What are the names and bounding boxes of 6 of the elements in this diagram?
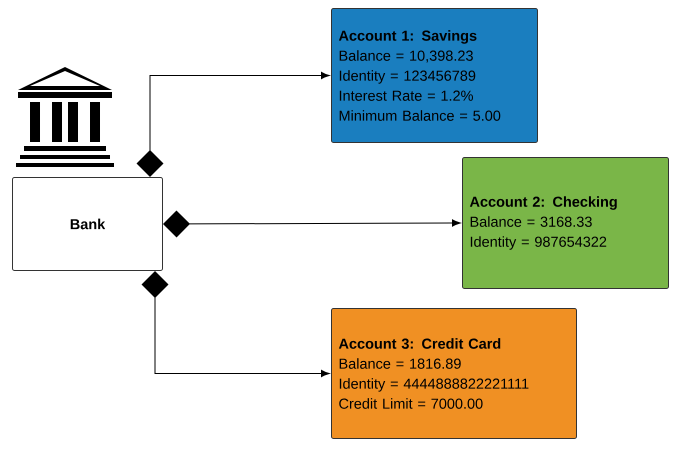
account-box: Account 3: Credit Card Balance = 1816.89 Identity = 4444888822221111 Credit Limit = 7000.00 [331, 308, 577, 439]
connector [142, 271, 330, 378]
bank-box: Bank [12, 177, 163, 271]
account-box: Account 1: Savings Balance = 10,398.23 Identity = 123456789 Interest Rate = 1.2% Minimum Balance = 5.00 [331, 8, 538, 143]
account-box: Account 2: Checking Balance = 3168.33 Identity = 987654322 [462, 157, 669, 289]
connector [136, 72, 330, 177]
